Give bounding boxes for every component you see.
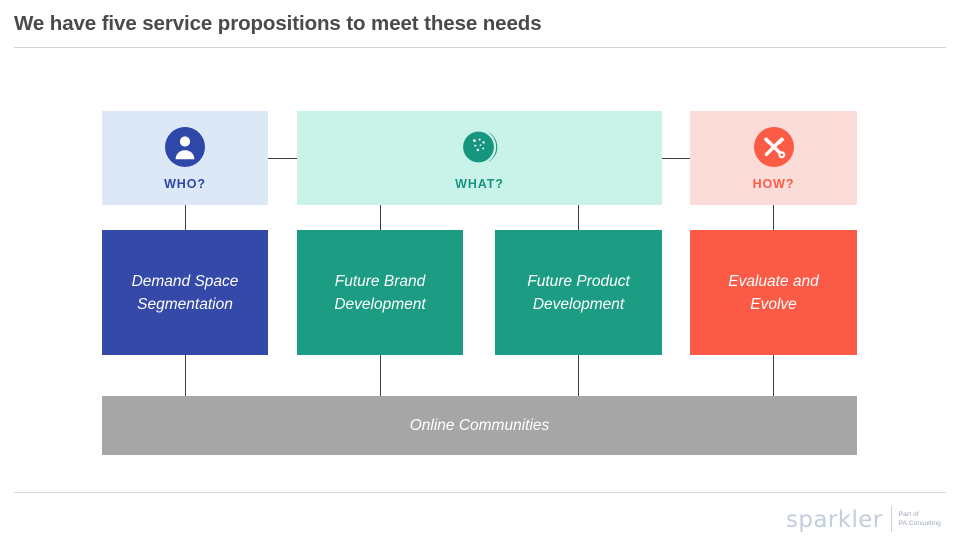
header-box-who[interactable]: WHO? <box>102 111 268 205</box>
connector-how-evaluate <box>773 205 774 230</box>
logo-divider <box>890 506 892 532</box>
connector-who-what <box>268 158 297 159</box>
connector-what-product <box>578 205 579 230</box>
foundation-bar-online-communities[interactable]: Online Communities <box>102 396 857 455</box>
connector-evaluate-communities <box>773 355 774 396</box>
connector-demand-communities <box>185 355 186 396</box>
proposition-box-future-brand-development[interactable]: Future Brand Development <box>297 230 463 355</box>
proposition-box-evaluate-and-evolve[interactable]: Evaluate and Evolve <box>690 230 857 355</box>
connector-what-brand <box>380 205 381 230</box>
foundation-label: Online Communities <box>409 416 550 434</box>
proposition-line-1: Demand Space <box>131 272 239 290</box>
proposition-label: Evaluate and Evolve <box>728 270 819 316</box>
connector-who-demand <box>185 205 186 230</box>
header-box-how[interactable]: HOW? <box>690 111 857 205</box>
tools-icon <box>753 127 794 167</box>
proposition-label: Future Brand Development <box>334 270 425 316</box>
header-label-who: WHO? <box>164 177 206 191</box>
proposition-label: Demand Space Segmentation <box>132 270 239 316</box>
connector-brand-communities <box>380 355 381 396</box>
person-icon <box>165 127 205 167</box>
sparkler-wordmark: sparkler <box>786 506 883 533</box>
proposition-line-2: Segmentation <box>137 295 233 313</box>
title-divider <box>14 47 946 48</box>
proposition-line-1: Future Product <box>527 272 630 290</box>
proposition-label: Future Product Development <box>527 270 630 316</box>
footer-logo: sparkler Part of PA Consulting <box>786 503 954 535</box>
header-label-what: WHAT? <box>455 177 504 191</box>
page-title: We have five service propositions to mee… <box>14 12 542 35</box>
header-label-how: HOW? <box>752 177 795 191</box>
proposition-line-1: Evaluate and <box>728 272 819 290</box>
proposition-line-1: Future Brand <box>334 272 426 290</box>
brand-subtitle-line-2: PA Consulting <box>898 520 941 527</box>
connector-product-communities <box>578 355 579 396</box>
footer-divider <box>14 492 946 493</box>
brand-subtitle-line-1: Part of <box>898 511 919 518</box>
brand-subtitle: Part of PA Consulting <box>899 510 941 528</box>
connector-what-how <box>662 158 690 159</box>
proposition-line-2: Development <box>334 295 426 313</box>
proposition-box-future-product-development[interactable]: Future Product Development <box>495 230 662 355</box>
proposition-box-demand-space-segmentation[interactable]: Demand Space Segmentation <box>102 230 268 355</box>
proposition-line-2: Development <box>532 295 625 313</box>
header-box-what[interactable]: WHAT? <box>297 111 662 205</box>
sparkle-ball-icon <box>462 131 497 163</box>
proposition-line-2: Evolve <box>750 295 797 313</box>
